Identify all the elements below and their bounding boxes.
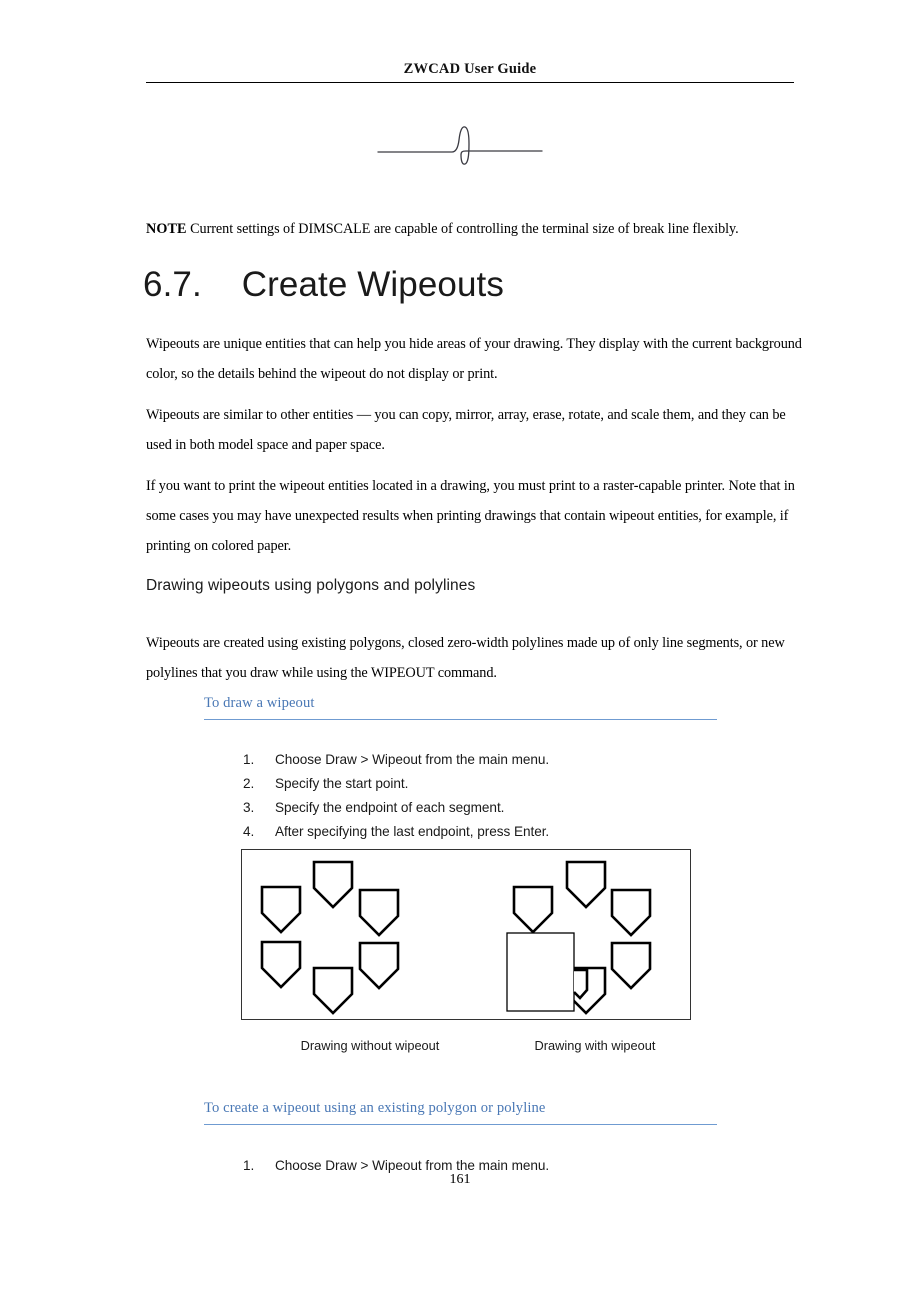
step-number: 1. (243, 752, 255, 767)
drawing-without-wipeout-group (260, 860, 400, 1015)
procedure-heading-label: To create a wipeout using an existing po… (204, 1100, 546, 1116)
step-number: 1. (243, 1158, 255, 1173)
note-text: Current settings of DIMSCALE are capable… (190, 221, 739, 237)
paragraph-4: Wipeouts are created using existing poly… (146, 635, 785, 681)
procedure-steps-existing-polygon: 1. Choose Draw > Wipeout from the main m… (243, 1154, 549, 1178)
step-text: Choose Draw > Wipeout from the main menu… (275, 1158, 550, 1173)
page-title: 6.7. Create Wipeouts (143, 265, 504, 305)
pentagon-shape (260, 885, 302, 934)
list-item: 1. Choose Draw > Wipeout from the main m… (243, 1154, 549, 1178)
drawing-with-wipeout-group (506, 860, 652, 1015)
pentagon-shape (610, 888, 652, 937)
pentagon-protruding-tab (573, 968, 589, 1000)
subsection-heading: Drawing wipeouts using polygons and poly… (146, 577, 476, 594)
step-text: Specify the endpoint of each segment. (275, 800, 505, 815)
step-text: After specifying the last endpoint, pres… (275, 824, 550, 839)
header-title: ZWCAD User Guide (403, 61, 537, 77)
break-line-figure (0, 118, 920, 183)
note-block: NOTE Current settings of DIMSCALE are ca… (146, 218, 801, 240)
pentagon-shape (565, 860, 607, 909)
list-item: 3. Specify the endpoint of each segment. (243, 796, 549, 820)
note-label: NOTE (146, 221, 187, 237)
pentagon-shape (260, 940, 302, 989)
step-number: 2. (243, 776, 255, 791)
section-number: 6.7. (143, 265, 202, 304)
paragraph-2: Wipeouts are similar to other entities —… (146, 407, 786, 453)
header-rule (146, 82, 794, 83)
step-number: 4. (243, 824, 255, 839)
section-title: Create Wipeouts (241, 265, 504, 304)
page-number: 161 (449, 1172, 471, 1187)
break-line-symbol-icon (377, 126, 543, 165)
pentagon-shape (358, 941, 400, 990)
pentagon-shape (312, 966, 354, 1015)
procedure-heading-draw-wipeout: To draw a wipeout (204, 695, 717, 720)
figure-captions: Drawing without wipeout Drawing with wip… (241, 1038, 691, 1053)
step-number: 3. (243, 800, 255, 815)
list-item: 1. Choose Draw > Wipeout from the main m… (243, 748, 549, 772)
list-item: 2. Specify the start point. (243, 772, 549, 796)
wipeout-rectangle (506, 932, 575, 1012)
step-text: Choose Draw > Wipeout from the main menu… (275, 752, 550, 767)
paragraph-3: If you want to print the wipeout entitie… (146, 478, 795, 554)
pentagon-shape (512, 885, 554, 934)
page-header: ZWCAD User Guide (146, 60, 794, 83)
procedure-heading-existing-polygon: To create a wipeout using an existing po… (204, 1100, 717, 1125)
wipeout-illustration (260, 860, 652, 1015)
procedure-heading-label: To draw a wipeout (204, 695, 315, 711)
procedure-rule (204, 719, 717, 720)
pentagon-shape (358, 888, 400, 937)
list-item: 4. After specifying the last endpoint, p… (243, 820, 549, 844)
wipeout-comparison-figure (241, 849, 691, 1020)
pentagon-shape (610, 941, 652, 990)
paragraph-1: Wipeouts are unique entities that can he… (146, 336, 802, 382)
caption-without-wipeout: Drawing without wipeout (300, 1038, 440, 1053)
caption-with-wipeout: Drawing with wipeout (534, 1038, 656, 1053)
procedure-steps-draw-wipeout: 1. Choose Draw > Wipeout from the main m… (243, 748, 549, 844)
pentagon-shape (312, 860, 354, 909)
procedure-rule (204, 1124, 717, 1125)
step-text: Specify the start point. (275, 776, 409, 791)
